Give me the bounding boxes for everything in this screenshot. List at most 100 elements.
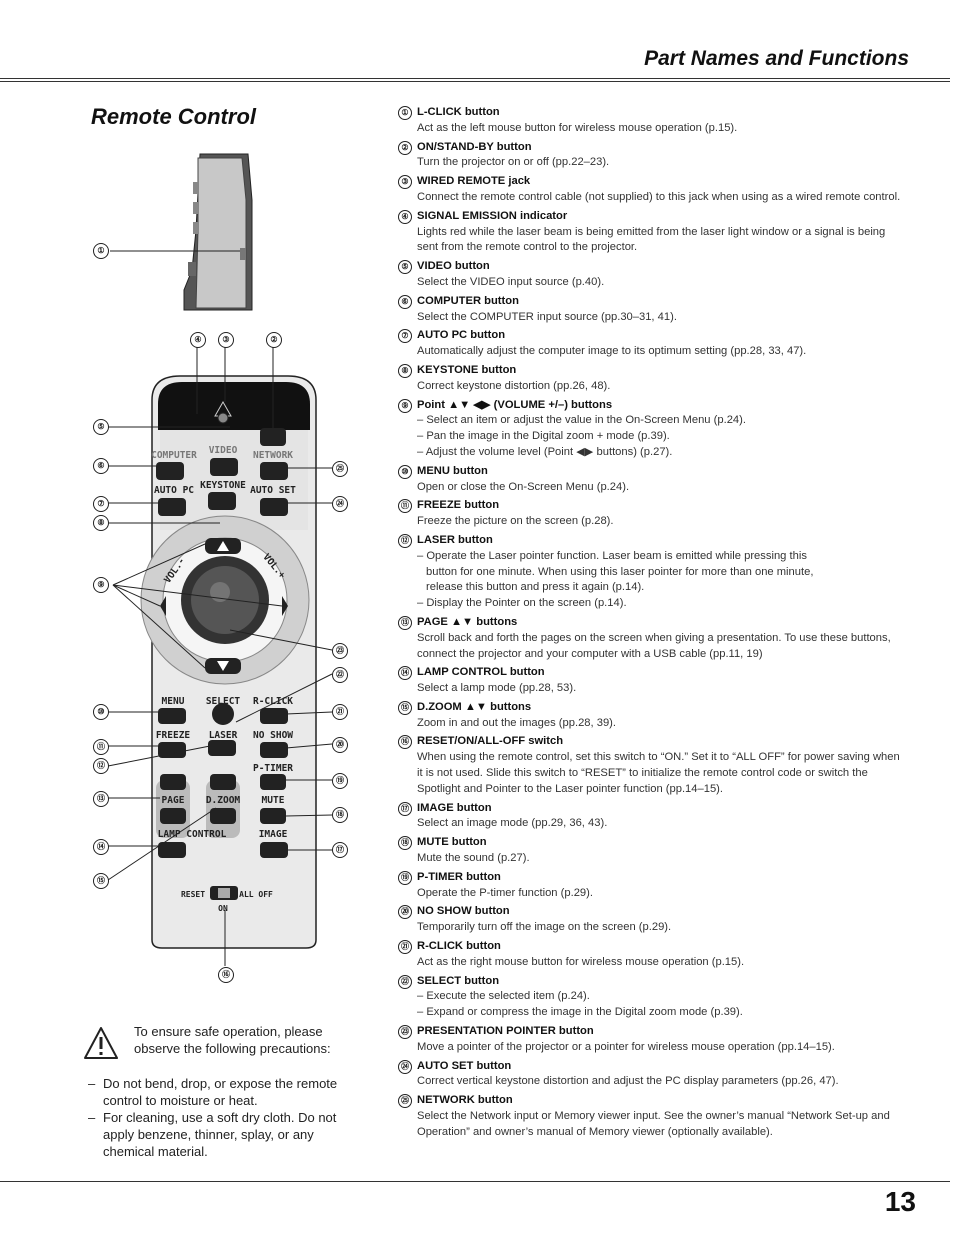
part-number-badge: ⑰ [398, 801, 412, 816]
list-dash: – [88, 1076, 96, 1091]
label-freeze: FREEZE [156, 730, 191, 741]
part-title: AUTO SET button [417, 1059, 512, 1072]
part-description: Open or close the On-Screen Menu (p.24). [417, 480, 630, 493]
label-d-zoom: D.ZOOM [206, 795, 241, 806]
part-title: SIGNAL EMISSION indicator [417, 209, 568, 222]
callout-6: ⑥ [93, 458, 109, 474]
part-number-badge: ⑧ [398, 363, 412, 378]
part-number-badge: ⑳ [398, 905, 412, 920]
label-network: NETWORK [253, 450, 293, 461]
part-description: Zoom in and out the images (pp.28, 39). [417, 716, 617, 729]
part-number-badge: ㉓ [398, 1025, 412, 1040]
header-rule-secondary [0, 81, 950, 82]
part-description: Mute the sound (p.27). [417, 852, 530, 865]
part-number-badge: ⑲ [398, 870, 412, 885]
part-description: Select a lamp mode (pp.28, 53). [417, 682, 577, 695]
callout-21: ㉑ [332, 704, 348, 720]
callout-7: ⑦ [93, 496, 109, 512]
precaution-item: –Do not bend, drop, or expose the remote… [88, 1075, 363, 1109]
part-title: P-TIMER button [417, 870, 501, 883]
part-description: release this button and press it again (… [426, 581, 645, 594]
callout-9: ⑨ [93, 577, 109, 593]
part-number-badge: ⑥ [398, 294, 412, 309]
part-description: Scroll back and forth the pages on the s… [417, 631, 891, 660]
part-description: Lights red while the laser beam is being… [417, 225, 886, 254]
part-description: Act as the left mouse button for wireles… [417, 121, 738, 134]
part-number-badge: ③ [398, 175, 412, 190]
part-title: KEYSTONE button [417, 363, 517, 376]
label-auto-set: AUTO SET [250, 485, 296, 496]
part-description: Turn the projector on or off (pp.22–23). [417, 156, 610, 169]
page-number: 13 [884, 1186, 916, 1217]
part-title: COMPUTER button [417, 294, 519, 307]
part-title: AUTO PC button [417, 329, 506, 342]
part-title: NO SHOW button [417, 905, 510, 918]
callout-17: ⑰ [332, 842, 348, 858]
part-description: When using the remote control, set this … [417, 751, 900, 795]
part-title: IMAGE button [417, 801, 492, 814]
part-description: Move a pointer of the projector or a poi… [417, 1040, 835, 1053]
part-description: Temporarily turn off the image on the sc… [417, 921, 672, 934]
part-number-badge: ⑬ [398, 615, 412, 630]
part-title: FREEZE button [417, 499, 500, 512]
part-number-badge: ⑯ [398, 735, 412, 750]
precautions-list: –Do not bend, drop, or expose the remote… [88, 1075, 363, 1160]
part-description: – Display the Pointer on the screen (p.1… [417, 597, 627, 610]
callout-8: ⑧ [93, 515, 109, 531]
part-title: VIDEO button [417, 260, 490, 273]
label-lamp-control: LAMP CONTROL [158, 829, 227, 840]
part-number-badge: ⑤ [398, 260, 412, 275]
section-title: Remote Control [91, 104, 256, 129]
callout-2: ② [266, 332, 282, 348]
part-description: Correct vertical keystone distortion and… [417, 1075, 839, 1088]
remote-side-view [183, 153, 253, 311]
label-laser: LASER [209, 730, 238, 741]
part-title: PAGE ▲▼ buttons [417, 615, 518, 628]
label-r-click: R-CLICK [253, 696, 293, 707]
part-number-badge: ④ [398, 209, 412, 224]
part-description: Correct keystone distortion (pp.26, 48). [417, 379, 611, 392]
label-on: ON [218, 904, 228, 913]
label-page: PAGE [162, 795, 185, 806]
part-number-badge: ⑪ [398, 499, 412, 514]
part-description: – Adjust the volume level (Point ◀▶ butt… [417, 445, 673, 458]
label-select: SELECT [206, 696, 241, 707]
label-all-off: ALL OFF [239, 890, 273, 899]
part-number-badge: ㉕ [398, 1094, 412, 1109]
remote-front-view [140, 375, 317, 949]
label-video: VIDEO [209, 445, 238, 456]
part-description: Select the COMPUTER input source (pp.30–… [417, 310, 677, 323]
part-description: Connect the remote control cable (not su… [417, 190, 901, 203]
label-mute: MUTE [262, 795, 285, 806]
part-description: Operate the P-timer function (p.29). [417, 886, 593, 899]
callout-14: ⑭ [93, 839, 109, 855]
part-title: L-CLICK button [417, 106, 500, 118]
part-title: RESET/ON/ALL-OFF switch [417, 735, 564, 748]
callout-23: ㉓ [332, 643, 348, 659]
label-p-timer: P-TIMER [253, 763, 293, 774]
part-title: NETWORK button [417, 1094, 513, 1107]
callout-20: ⑳ [332, 737, 348, 753]
part-title: LAMP CONTROL button [417, 666, 545, 679]
callout-18: ⑱ [332, 807, 348, 823]
label-menu: MENU [162, 696, 185, 707]
label-image: IMAGE [259, 829, 288, 840]
footer-rule [0, 1181, 950, 1182]
precaution-text: For cleaning, use a soft dry cloth. Do n… [103, 1110, 337, 1159]
part-title: Point ▲▼ ◀▶ (VOLUME +/–) buttons [417, 398, 613, 411]
label-reset: RESET [181, 890, 205, 899]
part-number-badge: ⑩ [398, 464, 412, 479]
